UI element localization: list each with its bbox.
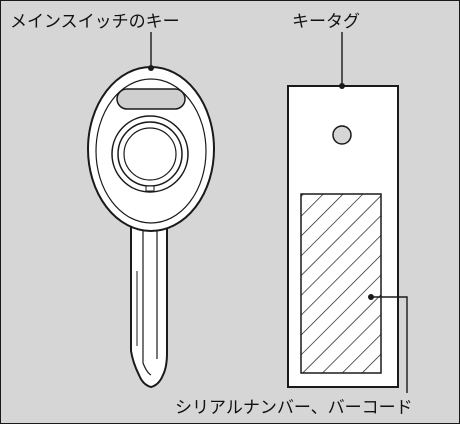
barcode-area <box>300 193 382 374</box>
key-tag-label: キータグ <box>292 12 360 32</box>
main-switch-key-label: メインスイッチのキー <box>10 12 180 32</box>
key-icon <box>87 66 215 389</box>
key-tag-icon <box>287 85 399 388</box>
serial-leader-line <box>371 296 408 393</box>
serial-barcode-label: シリアルナンバー、バーコード <box>175 398 413 418</box>
key-tag-leader-dot <box>339 83 345 89</box>
key-leader-dot <box>148 65 154 71</box>
serial-leader-dot <box>368 294 374 300</box>
